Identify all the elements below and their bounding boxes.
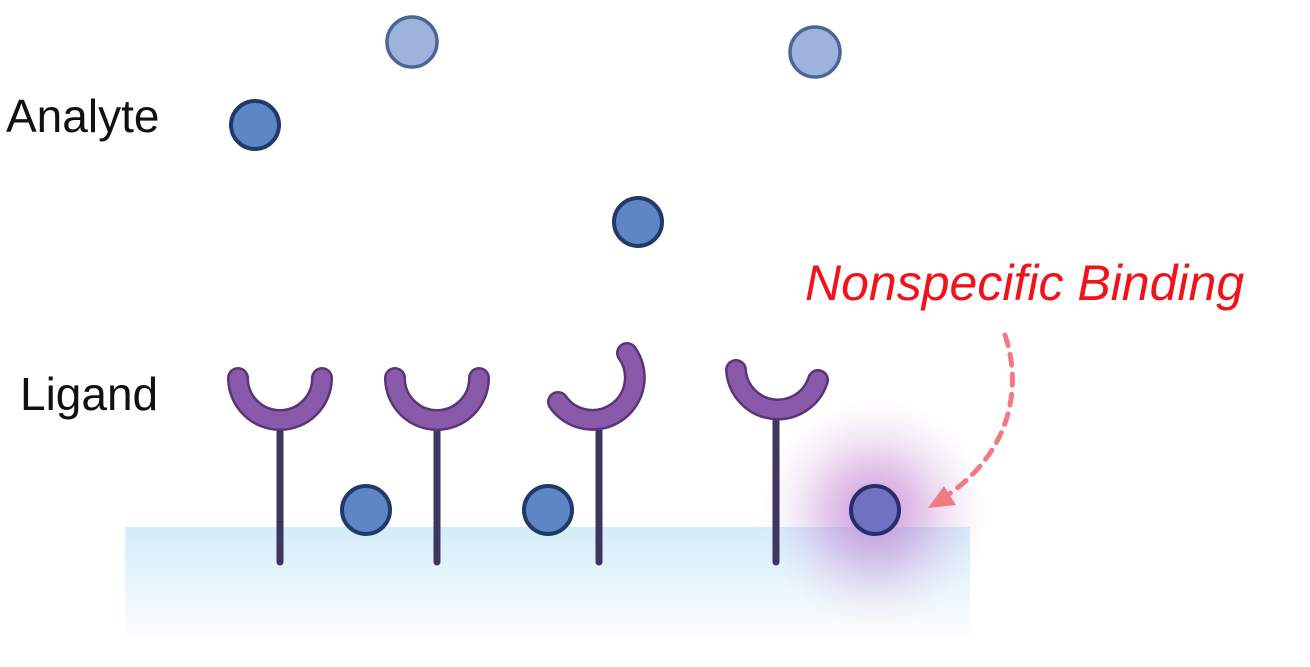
nonspecific-binding-label: Nonspecific Binding (805, 255, 1245, 311)
ligand-3 (547, 342, 646, 566)
analyte-molecule-icon (229, 99, 281, 151)
ligand-label: Ligand (20, 368, 159, 420)
analyte-molecule-icon (612, 196, 664, 248)
ligand-4 (725, 359, 829, 566)
arrow-head-icon (928, 486, 956, 508)
analyte-label: Analyte (6, 90, 160, 142)
nonspecific-analyte-icon (849, 484, 901, 536)
analyte-molecule-icon (788, 25, 842, 79)
ligand-2 (384, 367, 490, 566)
analyte-molecule-icon (340, 484, 392, 536)
analyte-molecule-icon (522, 484, 574, 536)
dashed-curved-arrow-icon (937, 332, 1015, 503)
analyte-molecule-icon (385, 15, 439, 69)
ligand-1 (227, 367, 333, 566)
